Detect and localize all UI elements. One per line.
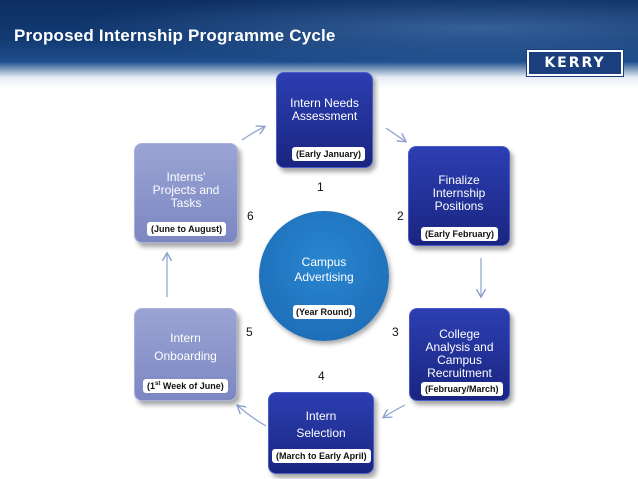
step-label: Interns' Projects and Tasks (152, 170, 220, 210)
kerry-logo: KERRY (526, 49, 624, 77)
arrow-4-to-5 (238, 406, 267, 427)
center-label: Campus Advertising (294, 255, 354, 284)
center-date: (Year Round) (293, 305, 356, 319)
arrow-3-to-4 (384, 404, 406, 417)
step-number-4: 4 (318, 369, 325, 383)
step-date: (Early February) (421, 227, 499, 241)
step-interns-projects-tasks: Interns' Projects and Tasks (June to Aug… (134, 143, 238, 243)
step-number-5: 5 (246, 325, 253, 339)
step-intern-needs-assessment: Intern Needs Assessment (Early January) (276, 72, 373, 168)
step-intern-selection: Intern Selection (March to Early April) (268, 392, 374, 474)
center-campus-advertising: Campus Advertising (Year Round) (259, 211, 389, 341)
step-number-3: 3 (392, 325, 399, 339)
step-label: Finalize Internship Positions (432, 173, 486, 213)
page-title: Proposed Internship Programme Cycle (14, 26, 336, 45)
step-date-prefix: (1 (147, 381, 156, 391)
step-intern-onboarding: Intern Onboarding (1st Week of June) (134, 308, 237, 401)
arrow-6-to-1 (241, 127, 264, 141)
step-date-suffix: Week of June) (160, 381, 224, 391)
step-date: (1st Week of June) (143, 379, 228, 393)
step-number-1: 1 (317, 180, 324, 194)
step-number-2: 2 (397, 209, 404, 223)
step-date: (February/March) (421, 382, 503, 396)
step-number-6: 6 (247, 209, 254, 223)
step-date: (June to August) (147, 222, 227, 236)
logo-text: KERRY (544, 55, 606, 71)
step-label: Intern Selection (296, 409, 346, 440)
step-date-sup: st (155, 381, 161, 387)
step-date: (March to Early April) (272, 449, 371, 463)
step-label: Intern Onboarding (154, 331, 217, 363)
step-label: Intern Needs Assessment (290, 96, 359, 123)
step-college-analysis-recruitment: College Analysis and Campus Recruitment … (409, 308, 510, 401)
step-date: (Early January) (292, 147, 366, 161)
header-bar: Proposed Internship Programme Cycle KERR… (0, 0, 638, 88)
step-label: College Analysis and Campus Recruitment (425, 327, 494, 380)
step-finalize-internship-positions: Finalize Internship Positions (Early Feb… (408, 146, 510, 246)
arrow-1-to-2 (385, 127, 405, 141)
